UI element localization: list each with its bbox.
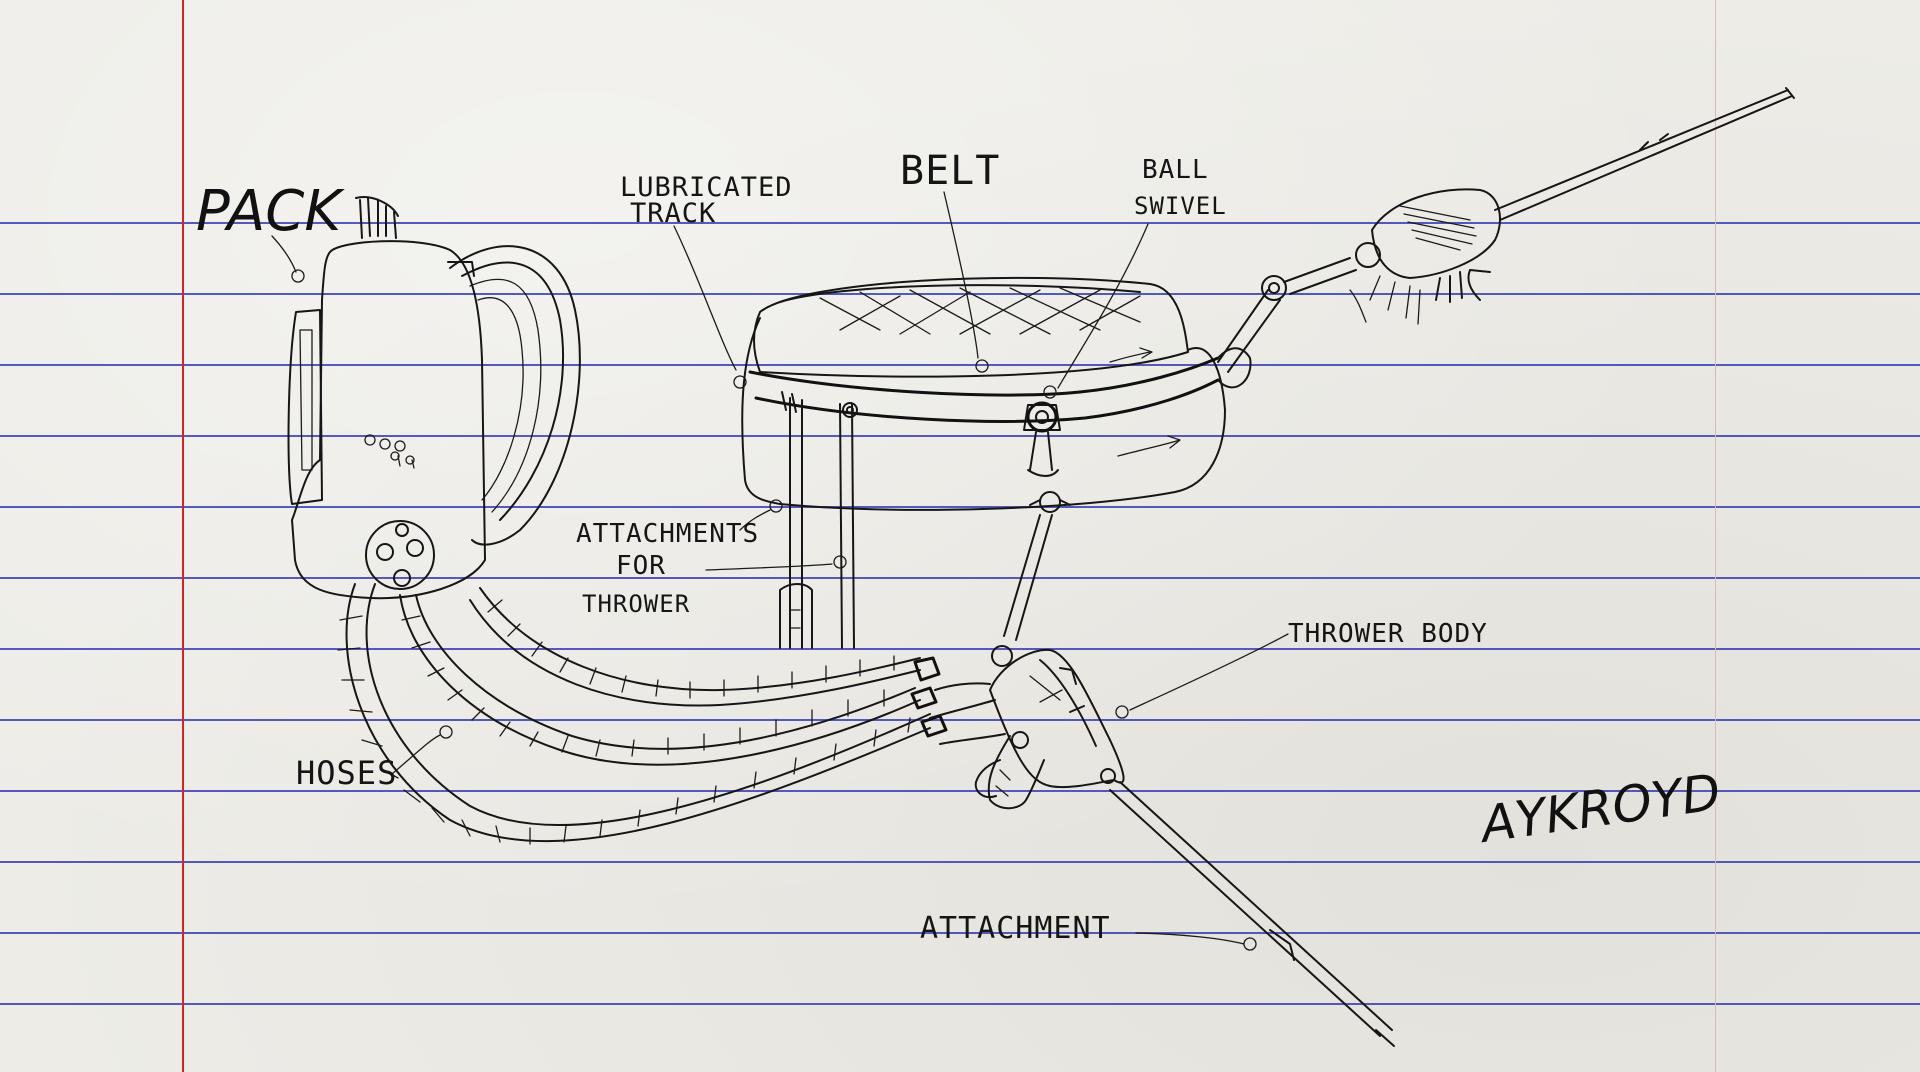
label-attachment: ATTACHMENT — [920, 911, 1111, 946]
upper-attachment-drawing — [1217, 87, 1795, 373]
label-attachments: ATTACHMENTS — [576, 519, 759, 549]
rule-line — [0, 577, 1920, 579]
label-belt: BELT — [900, 148, 1000, 194]
label-lubricated: LUBRICATED — [620, 172, 793, 203]
belt-drawing — [673, 191, 1252, 649]
pack-drawing — [271, 196, 581, 600]
rule-line — [0, 364, 1920, 366]
label-pack: PACK — [196, 179, 345, 244]
label-thrower: THROWER — [582, 590, 690, 618]
rule-line — [0, 222, 1920, 224]
rule-line — [0, 790, 1920, 792]
rule-line — [0, 648, 1920, 650]
label-ball: BALL — [1142, 155, 1209, 185]
label-for: FOR — [616, 551, 666, 581]
signature: AYKROYD — [1475, 763, 1724, 854]
rule-line — [0, 932, 1920, 934]
label-track: TRACK — [630, 198, 716, 229]
rule-line — [0, 293, 1920, 295]
thrower-body-drawing — [929, 514, 1395, 1047]
rule-line — [0, 719, 1920, 721]
label-hoses: HOSES — [296, 754, 397, 792]
margin-line — [182, 0, 184, 1072]
hoses-drawing — [337, 583, 948, 845]
label-thrower-body: THROWER BODY — [1288, 619, 1488, 649]
rule-line — [0, 1003, 1920, 1005]
rule-line — [0, 435, 1920, 437]
label-swivel: SWIVEL — [1134, 192, 1227, 220]
rule-line — [0, 861, 1920, 863]
rule-line — [0, 506, 1920, 508]
margin-line-right — [1715, 0, 1716, 1072]
